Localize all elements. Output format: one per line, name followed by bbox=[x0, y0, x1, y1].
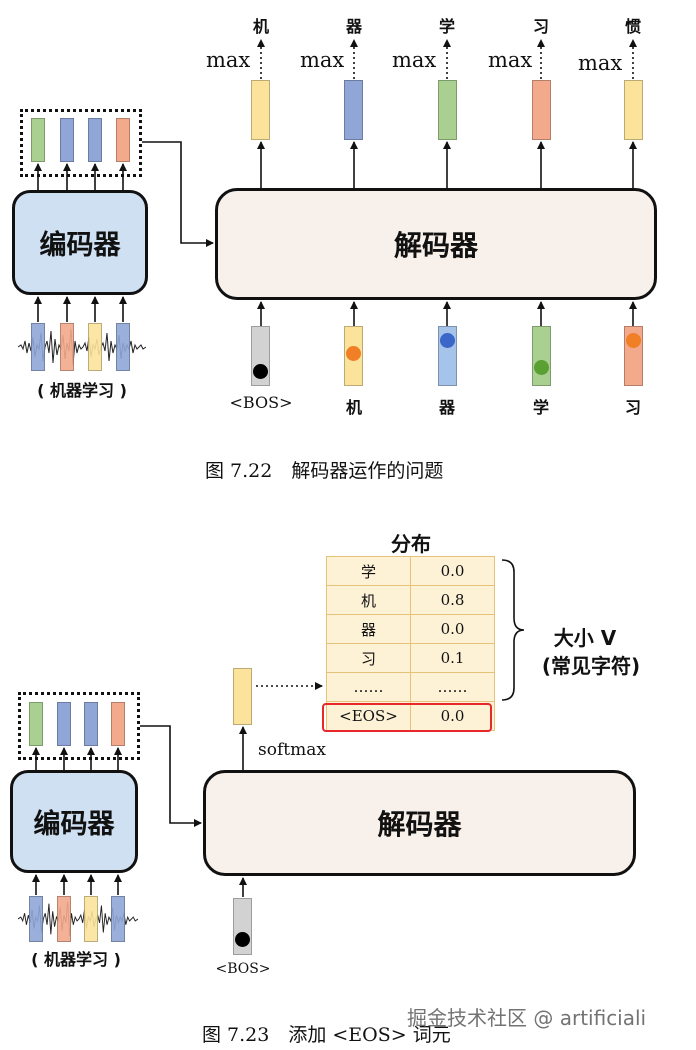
max-label-1: max bbox=[206, 48, 251, 72]
input-frame-2-2 bbox=[57, 896, 71, 942]
input-frame-2-3 bbox=[84, 896, 98, 942]
encoder-label: 编码器 bbox=[39, 230, 121, 261]
encoder-input-caption: ( 机器学习 ) bbox=[37, 381, 127, 400]
token-cell: …… bbox=[326, 672, 411, 702]
watermark: 掘金技术社区 @ artificiali bbox=[407, 1006, 647, 1030]
input-dot-4 bbox=[534, 360, 549, 375]
output-token-4: 习 bbox=[532, 17, 550, 36]
token-cell: 学 bbox=[326, 556, 411, 586]
input-token-4: 学 bbox=[532, 398, 550, 417]
prob-cell: 0.1 bbox=[410, 643, 495, 673]
figure-7-22-caption: 图 7.22 解码器运作的问题 bbox=[205, 460, 444, 482]
encoder-block-2: 编码器 bbox=[10, 770, 138, 873]
encoder-output-vector-2-4 bbox=[111, 702, 125, 746]
encoder-output-vector-1 bbox=[31, 118, 45, 162]
input-token-bos: <BOS> bbox=[229, 393, 293, 412]
bos-label-2: <BOS> bbox=[215, 961, 271, 977]
bos-dot bbox=[253, 364, 268, 379]
output-token-2: 器 bbox=[345, 17, 363, 36]
input-token-2: 机 bbox=[345, 398, 363, 417]
input-frame-2-4 bbox=[111, 896, 125, 942]
encoder-output-vector-3 bbox=[88, 118, 102, 162]
encoder-output-box-2 bbox=[18, 692, 140, 760]
encoder-output-box bbox=[20, 109, 142, 177]
bos-dot-2 bbox=[235, 932, 250, 947]
encoder-label-2: 编码器 bbox=[33, 809, 115, 840]
prob-cell: 0.0 bbox=[410, 614, 495, 644]
vocab-size-label: 大小 V bbox=[553, 626, 617, 650]
figure-7-23-caption: 图 7.23 添加 <EOS> 词元 bbox=[202, 1024, 451, 1046]
table-row: 学 0.0 bbox=[326, 556, 495, 586]
input-frame-1 bbox=[31, 323, 45, 371]
softmax-label: softmax bbox=[258, 740, 326, 760]
decoder-output-vector-1 bbox=[251, 80, 270, 140]
softmax-output-vector bbox=[233, 668, 252, 725]
max-label-2: max bbox=[300, 48, 345, 72]
decoder-output-vector-5 bbox=[624, 80, 643, 140]
decoder-block: 解码器 bbox=[215, 188, 657, 300]
encoder-output-vector-2-3 bbox=[84, 702, 98, 746]
input-frame-3 bbox=[88, 323, 102, 371]
vocab-size-sublabel: (常见字符) bbox=[541, 654, 641, 678]
distribution-table: 学 0.0 机 0.8 器 0.0 习 0.1 …… …… <EOS> 0.0 bbox=[326, 556, 495, 731]
table-row: 机 0.8 bbox=[326, 585, 495, 615]
token-cell: 机 bbox=[326, 585, 411, 615]
distribution-title: 分布 bbox=[391, 532, 431, 556]
encoder-output-vector-2-2 bbox=[57, 702, 71, 746]
decoder-output-vector-2 bbox=[344, 80, 363, 140]
decoder-label: 解码器 bbox=[393, 229, 478, 262]
prob-cell: 0.0 bbox=[410, 556, 495, 586]
decoder-output-vector-4 bbox=[532, 80, 551, 140]
input-frame-4 bbox=[116, 323, 130, 371]
encoder-block: 编码器 bbox=[12, 190, 148, 295]
input-token-3: 器 bbox=[438, 398, 456, 417]
output-token-1: 机 bbox=[252, 17, 270, 36]
prob-cell: …… bbox=[410, 672, 495, 702]
input-dot-3 bbox=[440, 333, 455, 348]
table-row: …… …… bbox=[326, 672, 495, 702]
encoder-output-vector-4 bbox=[116, 118, 130, 162]
decoder-label-2: 解码器 bbox=[377, 808, 462, 841]
encoder-input-caption-2: ( 机器学习 ) bbox=[31, 950, 121, 969]
decoder-block-2: 解码器 bbox=[203, 770, 636, 876]
input-frame-2-1 bbox=[29, 896, 43, 942]
input-dot-2 bbox=[346, 346, 361, 361]
input-dot-5 bbox=[626, 333, 641, 348]
eos-highlight bbox=[322, 703, 492, 732]
input-frame-2 bbox=[60, 323, 74, 371]
max-label-5: max bbox=[578, 51, 623, 75]
max-label-3: max bbox=[392, 48, 437, 72]
output-token-5: 惯 bbox=[624, 17, 642, 36]
input-token-5: 习 bbox=[624, 398, 642, 417]
encoder-output-vector-2 bbox=[60, 118, 74, 162]
encoder-output-vector-2-1 bbox=[29, 702, 43, 746]
output-token-3: 学 bbox=[438, 17, 456, 36]
max-label-4: max bbox=[488, 48, 533, 72]
decoder-output-vector-3 bbox=[438, 80, 457, 140]
